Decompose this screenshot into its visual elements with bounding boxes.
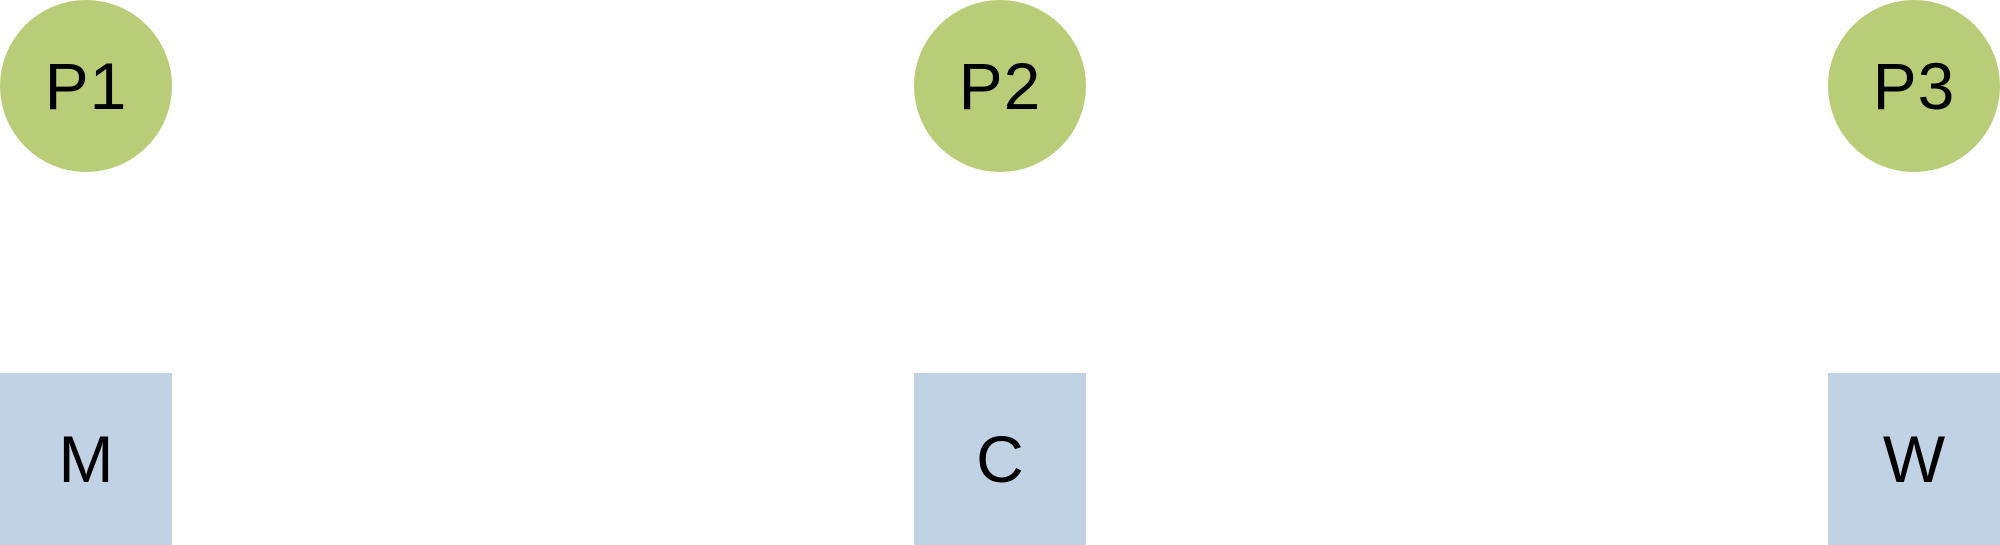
circle-node-p2: P2 (914, 0, 1086, 172)
square-node-c: C (914, 373, 1086, 545)
circle-node-label: P2 (958, 49, 1042, 123)
circle-node-label: P1 (44, 49, 128, 123)
square-node-label: M (58, 422, 114, 496)
square-node-w: W (1828, 373, 2000, 545)
circle-node-p3: P3 (1828, 0, 2000, 172)
square-node-label: C (976, 422, 1024, 496)
circle-node-label: P3 (1872, 49, 1956, 123)
square-node-m: M (0, 373, 172, 545)
square-node-label: W (1882, 422, 1946, 496)
circle-node-p1: P1 (0, 0, 172, 172)
